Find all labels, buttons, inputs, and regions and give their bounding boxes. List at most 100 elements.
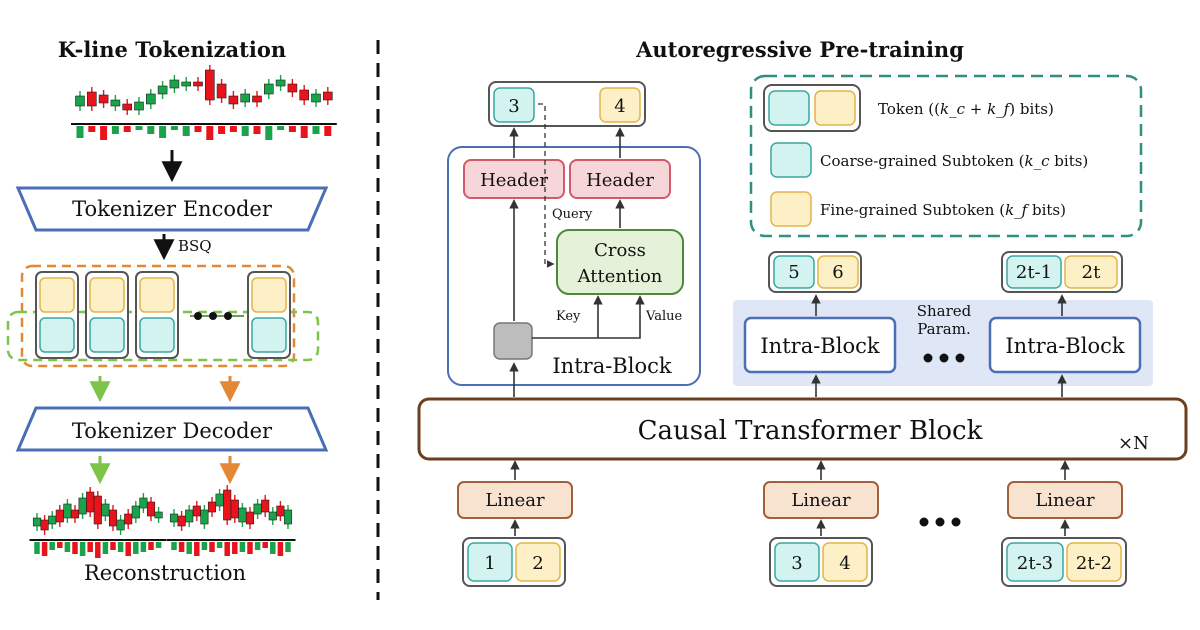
cross-attention-line1: Cross: [594, 240, 646, 261]
candle-body: [63, 503, 72, 519]
header-block-fine: [569, 159, 671, 199]
volume-bar: [182, 126, 190, 136]
candle-body: [146, 501, 156, 517]
volume-bar: [170, 126, 178, 130]
volume-bar: [140, 542, 147, 552]
candle-body: [108, 509, 118, 527]
kline-chart-reconstruction-fine: [166, 485, 296, 556]
input-pair2-fine: 4: [839, 553, 850, 574]
volume-bar: [300, 126, 308, 138]
volume-bar: [95, 542, 101, 558]
right-title: Autoregressive Pre-training: [635, 37, 964, 62]
candle-body: [252, 95, 262, 103]
legend-fine-icon: [770, 191, 812, 227]
volume-bar: [135, 126, 143, 130]
coarse-subtoken: [774, 542, 820, 582]
output-pair2-fine: 6: [832, 262, 843, 283]
candle-body: [205, 69, 215, 101]
candle-body: [215, 493, 224, 507]
layers-count: ×N: [1118, 433, 1149, 454]
fine-subtoken: [139, 277, 175, 313]
linear-2-label: Linear: [791, 490, 851, 511]
fine-subtoken: [515, 542, 561, 582]
candle-body: [261, 499, 270, 513]
volume-bar: [111, 126, 119, 134]
ellipsis-dot: [939, 353, 949, 363]
coarse-subtoken: [1006, 255, 1062, 289]
ellipsis-dot: [919, 517, 929, 527]
coarse-subtoken: [251, 317, 287, 353]
ellipsis-dot: [224, 312, 232, 320]
causal-transformer-label: Causal Transformer Block: [638, 416, 983, 446]
tokenizer-encoder-shape: [15, 186, 329, 232]
output-pairt-coarse: 2t-1: [1016, 262, 1052, 283]
volume-bar: [57, 542, 63, 548]
causal-transformer-block: [417, 397, 1188, 461]
shared-param-line2: Param.: [917, 320, 970, 338]
candle-body: [311, 93, 321, 103]
token-sequence: [35, 271, 291, 359]
volume-bar: [125, 542, 131, 556]
candle-body: [98, 94, 109, 104]
candle-body: [253, 503, 262, 515]
volume-bar: [159, 126, 167, 138]
candle-body: [193, 81, 203, 87]
volume-bar: [241, 126, 249, 136]
legend-token-coarse-part: [768, 90, 810, 126]
input-pair1-coarse: 1: [484, 553, 495, 574]
volume-bar: [277, 542, 284, 556]
candle-body: [223, 489, 232, 521]
coarse-group-green: [6, 310, 320, 362]
volume-bar: [72, 542, 78, 554]
candle-body: [157, 85, 168, 95]
ellipsis-dot: [955, 353, 965, 363]
volume-bar: [100, 126, 108, 140]
fine-subtoken: [817, 255, 859, 289]
legend-token-label: Token ((k_c + k_f) bits): [878, 100, 1054, 118]
input-pair2-coarse: 3: [791, 553, 802, 574]
volume-bar: [232, 542, 238, 554]
candle-body: [169, 79, 180, 89]
candle-body: [240, 93, 250, 103]
coarse-subtoken: [89, 317, 125, 353]
volume-bar: [254, 542, 261, 550]
input-pairt-fine: 2t-2: [1076, 553, 1112, 574]
volume-bar: [209, 542, 215, 552]
candle-body: [275, 79, 286, 87]
intra-block-t-label: Intra-Block: [1005, 334, 1124, 358]
volume-bar: [64, 542, 71, 552]
volume-bar: [178, 542, 185, 552]
candle-body: [263, 83, 274, 95]
candle-body: [110, 99, 121, 107]
linear-block-2: [763, 481, 879, 519]
coarse-subtoken: [773, 255, 815, 289]
ellipsis-dot: [209, 312, 217, 320]
intra-block-2: [743, 316, 897, 374]
volume-bar: [277, 126, 285, 130]
volume-bar: [194, 542, 200, 556]
candle-body: [75, 95, 85, 107]
kline-chart-reconstruction-coarse: [29, 487, 167, 558]
candle-body: [40, 519, 49, 531]
candle-body: [268, 511, 277, 521]
volume-bar: [224, 542, 230, 556]
candle-body: [207, 501, 217, 513]
intra-block-unit: [493, 322, 533, 360]
volume-bar: [218, 126, 226, 134]
ellipsis-dot: [951, 517, 961, 527]
coarse-subtoken: [493, 87, 535, 123]
volume-bar: [123, 126, 131, 132]
coarse-subtoken: [1006, 542, 1064, 582]
candle-body: [55, 509, 64, 523]
key-label: Key: [556, 309, 581, 324]
volume-bar: [312, 126, 320, 134]
header-coarse-label: Header: [480, 170, 548, 191]
candle-body: [70, 509, 80, 519]
volume-bar: [155, 542, 162, 548]
volume-bar: [288, 126, 296, 132]
tokenizer-decoder-shape: [15, 406, 329, 452]
fine-subtoken: [89, 277, 125, 313]
volume-bar: [147, 126, 155, 134]
candle-body: [200, 509, 209, 525]
candle-body: [87, 91, 97, 107]
